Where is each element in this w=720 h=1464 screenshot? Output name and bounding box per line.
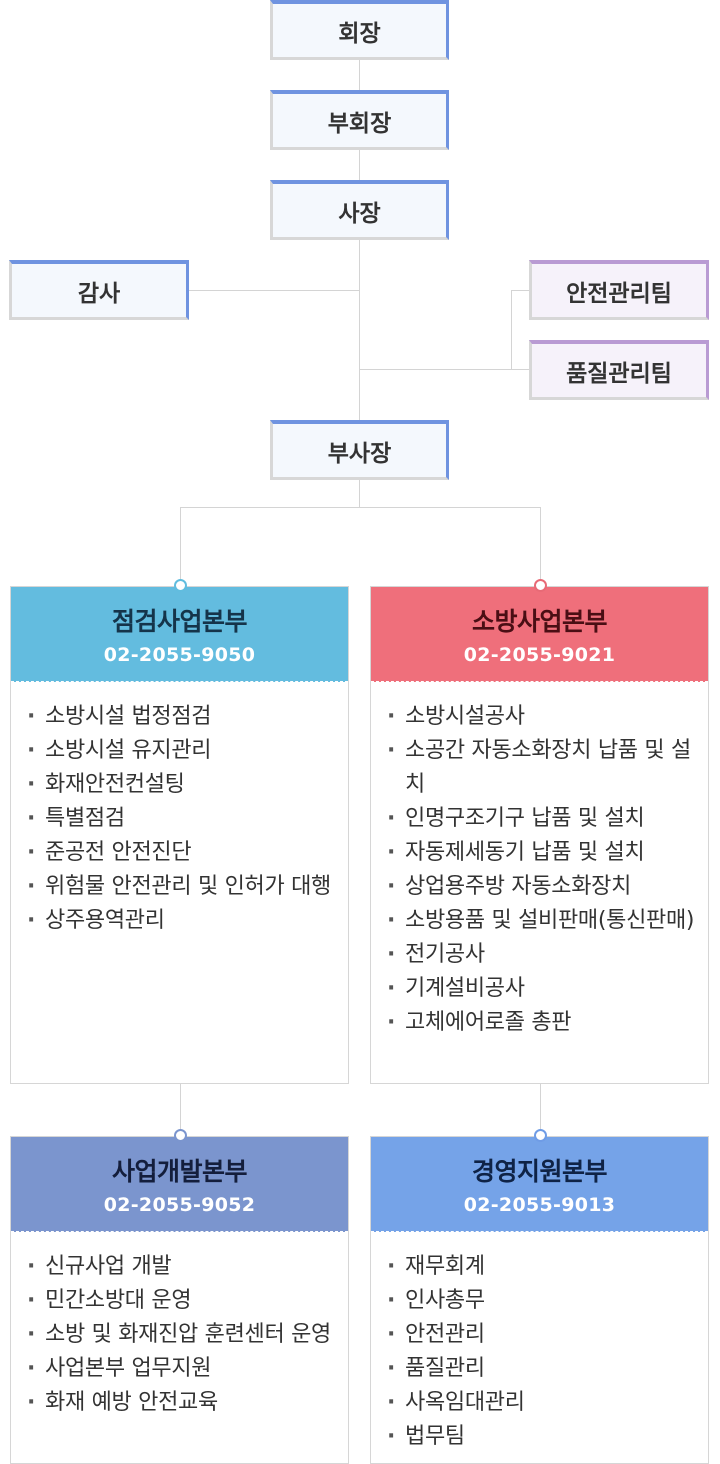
division-duties: 재무회계 인사총무 안전관리 품질관리 사옥임대관리 법무팀 (371, 1232, 708, 1454)
president-box: 사장 (270, 180, 449, 240)
vice-chairman-box: 부회장 (270, 90, 449, 150)
quality-team-label: 품질관리팀 (566, 360, 672, 387)
connector-fire (540, 507, 541, 583)
division-duties: 소방시설공사 소공간 자동소화장치 납품 및 설치 인명구조기구 납품 및 설치… (371, 682, 708, 1040)
division-phone: 02-2055-9021 (463, 644, 616, 666)
division-title: 사업개발본부 (111, 1157, 248, 1186)
duty-item: 인명구조기구 납품 및 설치 (385, 802, 698, 836)
connector-bizdev (180, 1083, 181, 1133)
connector-main (359, 60, 360, 507)
vice-president-label: 부사장 (327, 440, 392, 467)
duty-item: 준공전 안전진단 (25, 836, 338, 870)
duty-item: 소방시설 법정점검 (25, 700, 338, 734)
division-inspection: 점검사업본부 02-2055-9050 소방시설 법정점검 소방시설 유지관리 … (10, 586, 349, 1084)
duty-item: 인사총무 (385, 1284, 698, 1318)
duty-item: 소방용품 및 설비판매(통신판매) (385, 904, 698, 938)
duty-item: 안전관리 (385, 1318, 698, 1352)
duty-item: 소방 및 화재진압 훈련센터 운영 (25, 1318, 338, 1352)
duty-item: 사업본부 업무지원 (25, 1352, 338, 1386)
connector-auditor (186, 290, 359, 291)
division-title: 소방사업본부 (471, 607, 608, 636)
division-phone: 02-2055-9013 (463, 1194, 616, 1216)
quality-team-box: 품질관리팀 (529, 340, 709, 400)
auditor-label: 감사 (77, 280, 121, 307)
duty-item: 상업용주방 자동소화장치 (385, 870, 698, 904)
connector-teams-vertical (511, 290, 512, 370)
division-business-development: 사업개발본부 02-2055-9052 신규사업 개발 민간소방대 운영 소방 … (10, 1136, 349, 1464)
duty-item: 소방시설공사 (385, 700, 698, 734)
duty-item: 법무팀 (385, 1420, 698, 1454)
connector-safety-team (511, 290, 530, 291)
duty-item: 민간소방대 운영 (25, 1284, 338, 1318)
division-title: 점검사업본부 (111, 607, 248, 636)
duty-item: 소공간 자동소화장치 납품 및 설치 (385, 734, 698, 802)
connector-dot-fire (534, 579, 547, 592)
safety-team-label: 안전관리팀 (566, 280, 672, 307)
connector-teams-main (359, 369, 530, 370)
connector-divisions (180, 507, 541, 508)
division-header: 사업개발본부 02-2055-9052 (11, 1137, 348, 1232)
duty-item: 소방시설 유지관리 (25, 734, 338, 768)
connector-dot-inspection (174, 579, 187, 592)
president-label: 사장 (338, 200, 381, 227)
vice-chairman-label: 부회장 (327, 110, 392, 137)
duty-item: 고체에어로졸 총판 (385, 1006, 698, 1040)
division-management-support: 경영지원본부 02-2055-9013 재무회계 인사총무 안전관리 품질관리 … (370, 1136, 709, 1464)
connector-inspection (180, 507, 181, 583)
division-title: 경영지원본부 (471, 1157, 608, 1186)
division-fire-business: 소방사업본부 02-2055-9021 소방시설공사 소공간 자동소화장치 납품… (370, 586, 709, 1084)
duty-item: 사옥임대관리 (385, 1386, 698, 1420)
duty-item: 특별점검 (25, 802, 338, 836)
safety-team-box: 안전관리팀 (529, 260, 709, 320)
connector-dot-bizdev (174, 1129, 187, 1142)
duty-item: 신규사업 개발 (25, 1250, 338, 1284)
auditor-box: 감사 (9, 260, 189, 320)
duty-item: 재무회계 (385, 1250, 698, 1284)
chairman-label: 회장 (338, 20, 381, 47)
duty-item: 화재안전컨설팅 (25, 768, 338, 802)
division-header: 경영지원본부 02-2055-9013 (371, 1137, 708, 1232)
connector-dot-management (534, 1129, 547, 1142)
division-header: 점검사업본부 02-2055-9050 (11, 587, 348, 682)
chairman-box: 회장 (270, 0, 449, 60)
division-duties: 소방시설 법정점검 소방시설 유지관리 화재안전컨설팅 특별점검 준공전 안전진… (11, 682, 348, 938)
duty-item: 전기공사 (385, 938, 698, 972)
division-header: 소방사업본부 02-2055-9021 (371, 587, 708, 682)
duty-item: 상주용역관리 (25, 904, 338, 938)
connector-management (540, 1083, 541, 1133)
division-duties: 신규사업 개발 민간소방대 운영 소방 및 화재진압 훈련센터 운영 사업본부 … (11, 1232, 348, 1420)
duty-item: 위험물 안전관리 및 인허가 대행 (25, 870, 338, 904)
duty-item: 기계설비공사 (385, 972, 698, 1006)
duty-item: 자동제세동기 납품 및 설치 (385, 836, 698, 870)
division-phone: 02-2055-9050 (103, 644, 256, 666)
duty-item: 화재 예방 안전교육 (25, 1386, 338, 1420)
duty-item: 품질관리 (385, 1352, 698, 1386)
division-phone: 02-2055-9052 (103, 1194, 256, 1216)
vice-president-box: 부사장 (270, 420, 449, 480)
